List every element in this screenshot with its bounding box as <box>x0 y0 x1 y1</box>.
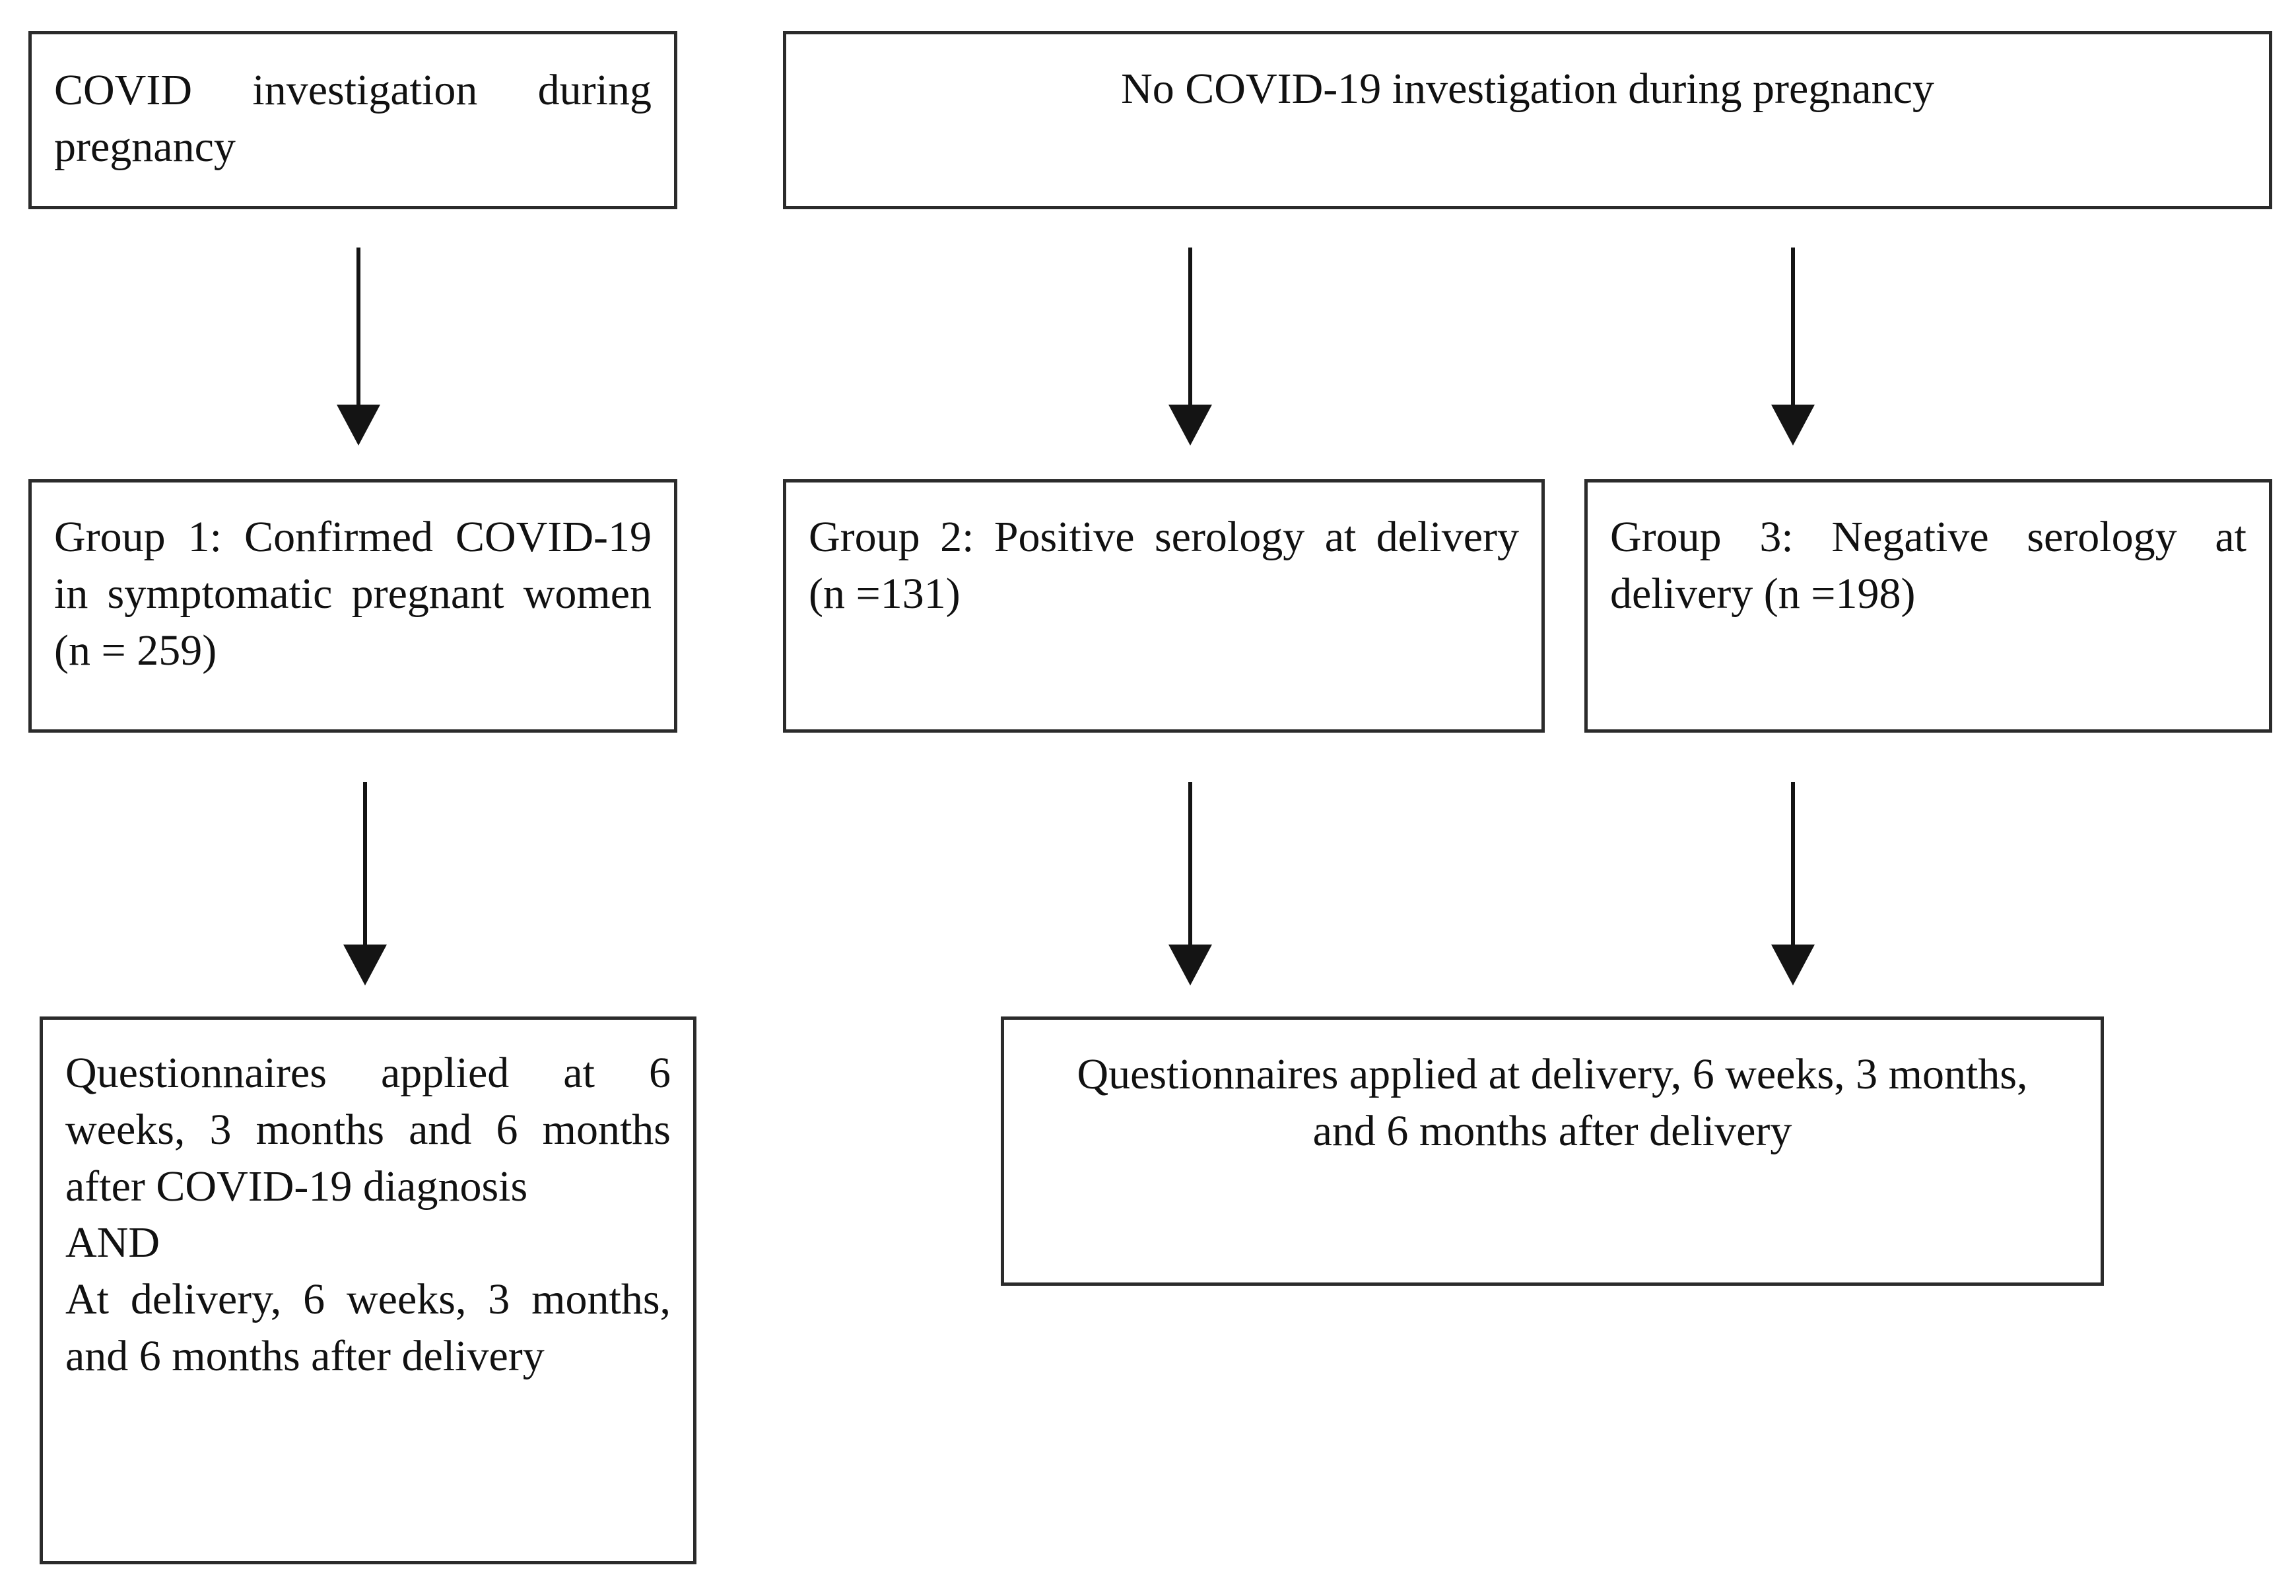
node-group-3-label: Group 3: Negative serology at delivery (… <box>1610 513 2246 618</box>
node-group-1-label: Group 1: Confirmed COVID-19 in symptomat… <box>54 513 652 675</box>
arrow-head <box>337 405 380 446</box>
arrow-head <box>343 945 387 985</box>
node-questionnaires-groups-2-3-label: Questionnaires applied at delivery, 6 we… <box>1077 1050 2028 1155</box>
node-group-3: Group 3: Negative serology at delivery (… <box>1584 479 2272 733</box>
down-arrow-icon-no-covid-investigation-to-group-2 <box>1168 248 1212 446</box>
arrow-head <box>1168 945 1212 985</box>
node-group-2: Group 2: Positive serology at delivery (… <box>783 479 1545 733</box>
node-covid-investigation: COVID investigation during pregnancy <box>28 31 677 209</box>
arrow-shaft <box>363 782 367 946</box>
node-covid-investigation-label: COVID investigation during pregnancy <box>54 66 652 171</box>
arrow-head <box>1168 405 1212 446</box>
node-questionnaires-groups-2-3: Questionnaires applied at delivery, 6 we… <box>1001 1016 2104 1286</box>
arrow-shaft <box>1188 248 1192 406</box>
node-group-1: Group 1: Confirmed COVID-19 in symptomat… <box>28 479 677 733</box>
node-group-2-label: Group 2: Positive serology at delivery (… <box>809 513 1519 618</box>
arrow-shaft <box>1188 782 1192 946</box>
down-arrow-icon-covid-investigation-to-group-1 <box>337 248 380 446</box>
node-questionnaires-group-1-label: Questionnaires applied at 6 weeks, 3 mon… <box>65 1049 671 1380</box>
down-arrow-icon-group-1-to-questionnaires <box>343 782 387 987</box>
arrow-shaft <box>356 248 360 406</box>
down-arrow-icon-no-covid-investigation-to-group-3 <box>1771 248 1815 446</box>
down-arrow-icon-group-3-to-questionnaires <box>1771 782 1815 987</box>
arrow-shaft <box>1791 782 1795 946</box>
node-no-covid-investigation-label: No COVID-19 investigation during pregnan… <box>1121 65 1934 113</box>
down-arrow-icon-group-2-to-questionnaires <box>1168 782 1212 987</box>
node-questionnaires-group-1: Questionnaires applied at 6 weeks, 3 mon… <box>40 1016 696 1564</box>
arrow-shaft <box>1791 248 1795 406</box>
node-no-covid-investigation: No COVID-19 investigation during pregnan… <box>783 31 2272 209</box>
arrow-head <box>1771 405 1815 446</box>
arrow-head <box>1771 945 1815 985</box>
